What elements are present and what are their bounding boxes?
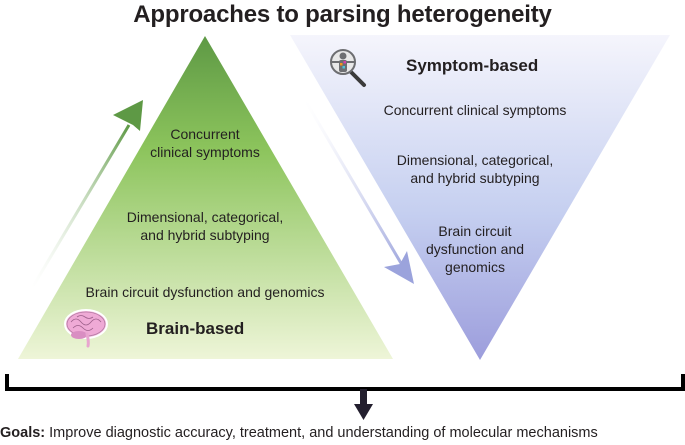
brain-level-2-line1: Dimensional, categorical, <box>126 209 284 225</box>
symptom-level-3-line3: genomics <box>445 259 505 275</box>
diagram-title: Approaches to parsing heterogeneity <box>133 1 552 28</box>
brain-level-1: Concurrent clinical symptoms <box>120 125 290 161</box>
goals-text: Improve diagnostic accuracy, treatment, … <box>49 425 598 441</box>
magnifier-person-icon <box>330 49 366 87</box>
symptom-level-2: Dimensional, categorical, and hybrid sub… <box>370 151 580 187</box>
bracket <box>5 374 685 391</box>
brain-level-3: Brain circuit dysfunction and genomics <box>50 283 360 301</box>
brain-based-heading: Brain-based <box>146 319 245 338</box>
upward-arrow <box>30 100 143 289</box>
brain-icon <box>64 309 108 348</box>
downward-arrow <box>303 99 414 284</box>
symptom-level-3-line2: dysfunction and <box>425 241 525 257</box>
symptom-level-3: Brain circuit dysfunction and genomics <box>400 222 550 276</box>
goals-label: Goals: <box>0 425 46 441</box>
brain-based-triangle <box>18 36 393 359</box>
brain-level-2-line2: and hybrid subtyping <box>140 227 270 243</box>
symptom-level-3-line1: Brain circuit <box>438 223 512 239</box>
symptom-level-1-line1: Concurrent clinical symptoms <box>383 102 567 118</box>
symptom-level-1: Concurrent clinical symptoms <box>360 101 590 119</box>
symptom-based-triangle <box>290 35 670 360</box>
symptom-level-2-line2: and hybrid subtyping <box>410 170 540 186</box>
brain-level-1-line2: clinical symptoms <box>150 144 260 160</box>
goals-statement: Goals: Improve diagnostic accuracy, trea… <box>0 424 685 442</box>
brain-level-1-line1: Concurrent <box>170 126 240 142</box>
brain-level-3-line1: Brain circuit dysfunction and genomics <box>85 284 325 300</box>
symptom-level-2-line1: Dimensional, categorical, <box>396 152 554 168</box>
symptom-based-heading: Symptom-based <box>406 56 539 75</box>
goals-arrow <box>354 389 373 420</box>
brain-level-2: Dimensional, categorical, and hybrid sub… <box>95 208 315 244</box>
